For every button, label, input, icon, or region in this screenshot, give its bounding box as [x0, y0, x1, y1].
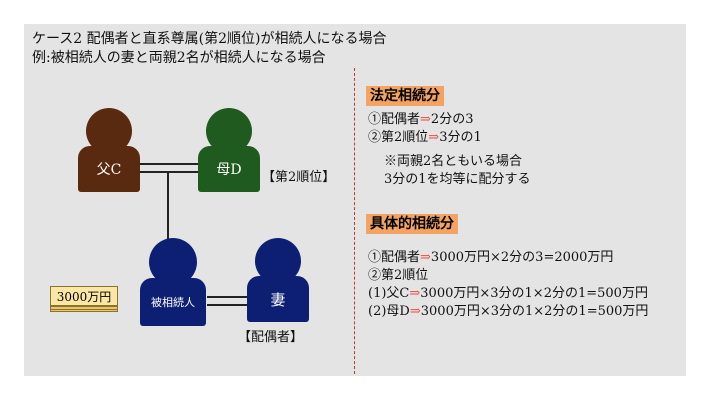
person-father: 父C [78, 108, 140, 192]
dashed-divider [354, 68, 355, 374]
concrete-share-heading: 具体的相続分 [366, 214, 458, 234]
arrow-icon: ⇒ [428, 130, 440, 145]
marriage-line-parents-bottom [140, 171, 198, 173]
estate-amount: 3000万円 [50, 286, 118, 306]
marriage-line-spouse-top [207, 296, 247, 298]
spouse-rank-note: 【配偶者】 [238, 330, 304, 345]
arrow-icon: ⇒ [409, 304, 421, 319]
statutory-note-1: ※両親2名ともいる場合 [384, 154, 523, 169]
person-mother: 母D [198, 108, 260, 192]
arrow-icon: ⇒ [409, 286, 421, 301]
spouse-label: 妻 [247, 276, 309, 322]
arrow-icon: ⇒ [420, 250, 431, 265]
title-line-1: ケース2 配偶者と直系尊属(第2順位)が相続人になる場合 [32, 31, 387, 47]
money-stack-icon: 3000万円 [50, 282, 118, 312]
statutory-share-heading: 法定相続分 [366, 86, 444, 106]
concrete-line-mother: (2)母D⇒3000万円×3分の1×2分の1=500万円 [368, 304, 649, 319]
deceased-label: 被相続人 [140, 278, 206, 326]
statutory-note-2: 3分の1を均等に配分する [384, 172, 531, 187]
statutory-line-spouse: ①配偶者⇒2分の3 [368, 112, 474, 127]
marriage-line-spouse-bottom [207, 304, 247, 306]
parent-child-line [167, 172, 169, 240]
concrete-line-spouse: ①配偶者⇒3000万円×2分の3=2000万円 [368, 250, 614, 265]
mother-label: 母D [198, 146, 260, 192]
statutory-line-rank2: ②第2順位⇒3分の1 [368, 130, 482, 145]
concrete-line-rank2: ②第2順位 [368, 268, 429, 283]
diagram-panel [24, 24, 686, 376]
concrete-line-father: (1)父C⇒3000万円×3分の1×2分の1=500万円 [368, 286, 648, 301]
mother-rank-note: 【第2順位】 [262, 170, 336, 185]
title-line-2: 例:被相続人の妻と両親2名が相続人になる場合 [32, 50, 326, 66]
person-deceased: 被相続人 [140, 238, 206, 326]
father-label: 父C [78, 146, 140, 192]
person-spouse: 妻 [247, 238, 309, 322]
marriage-line-parents-top [140, 163, 198, 165]
arrow-icon: ⇒ [420, 112, 431, 127]
